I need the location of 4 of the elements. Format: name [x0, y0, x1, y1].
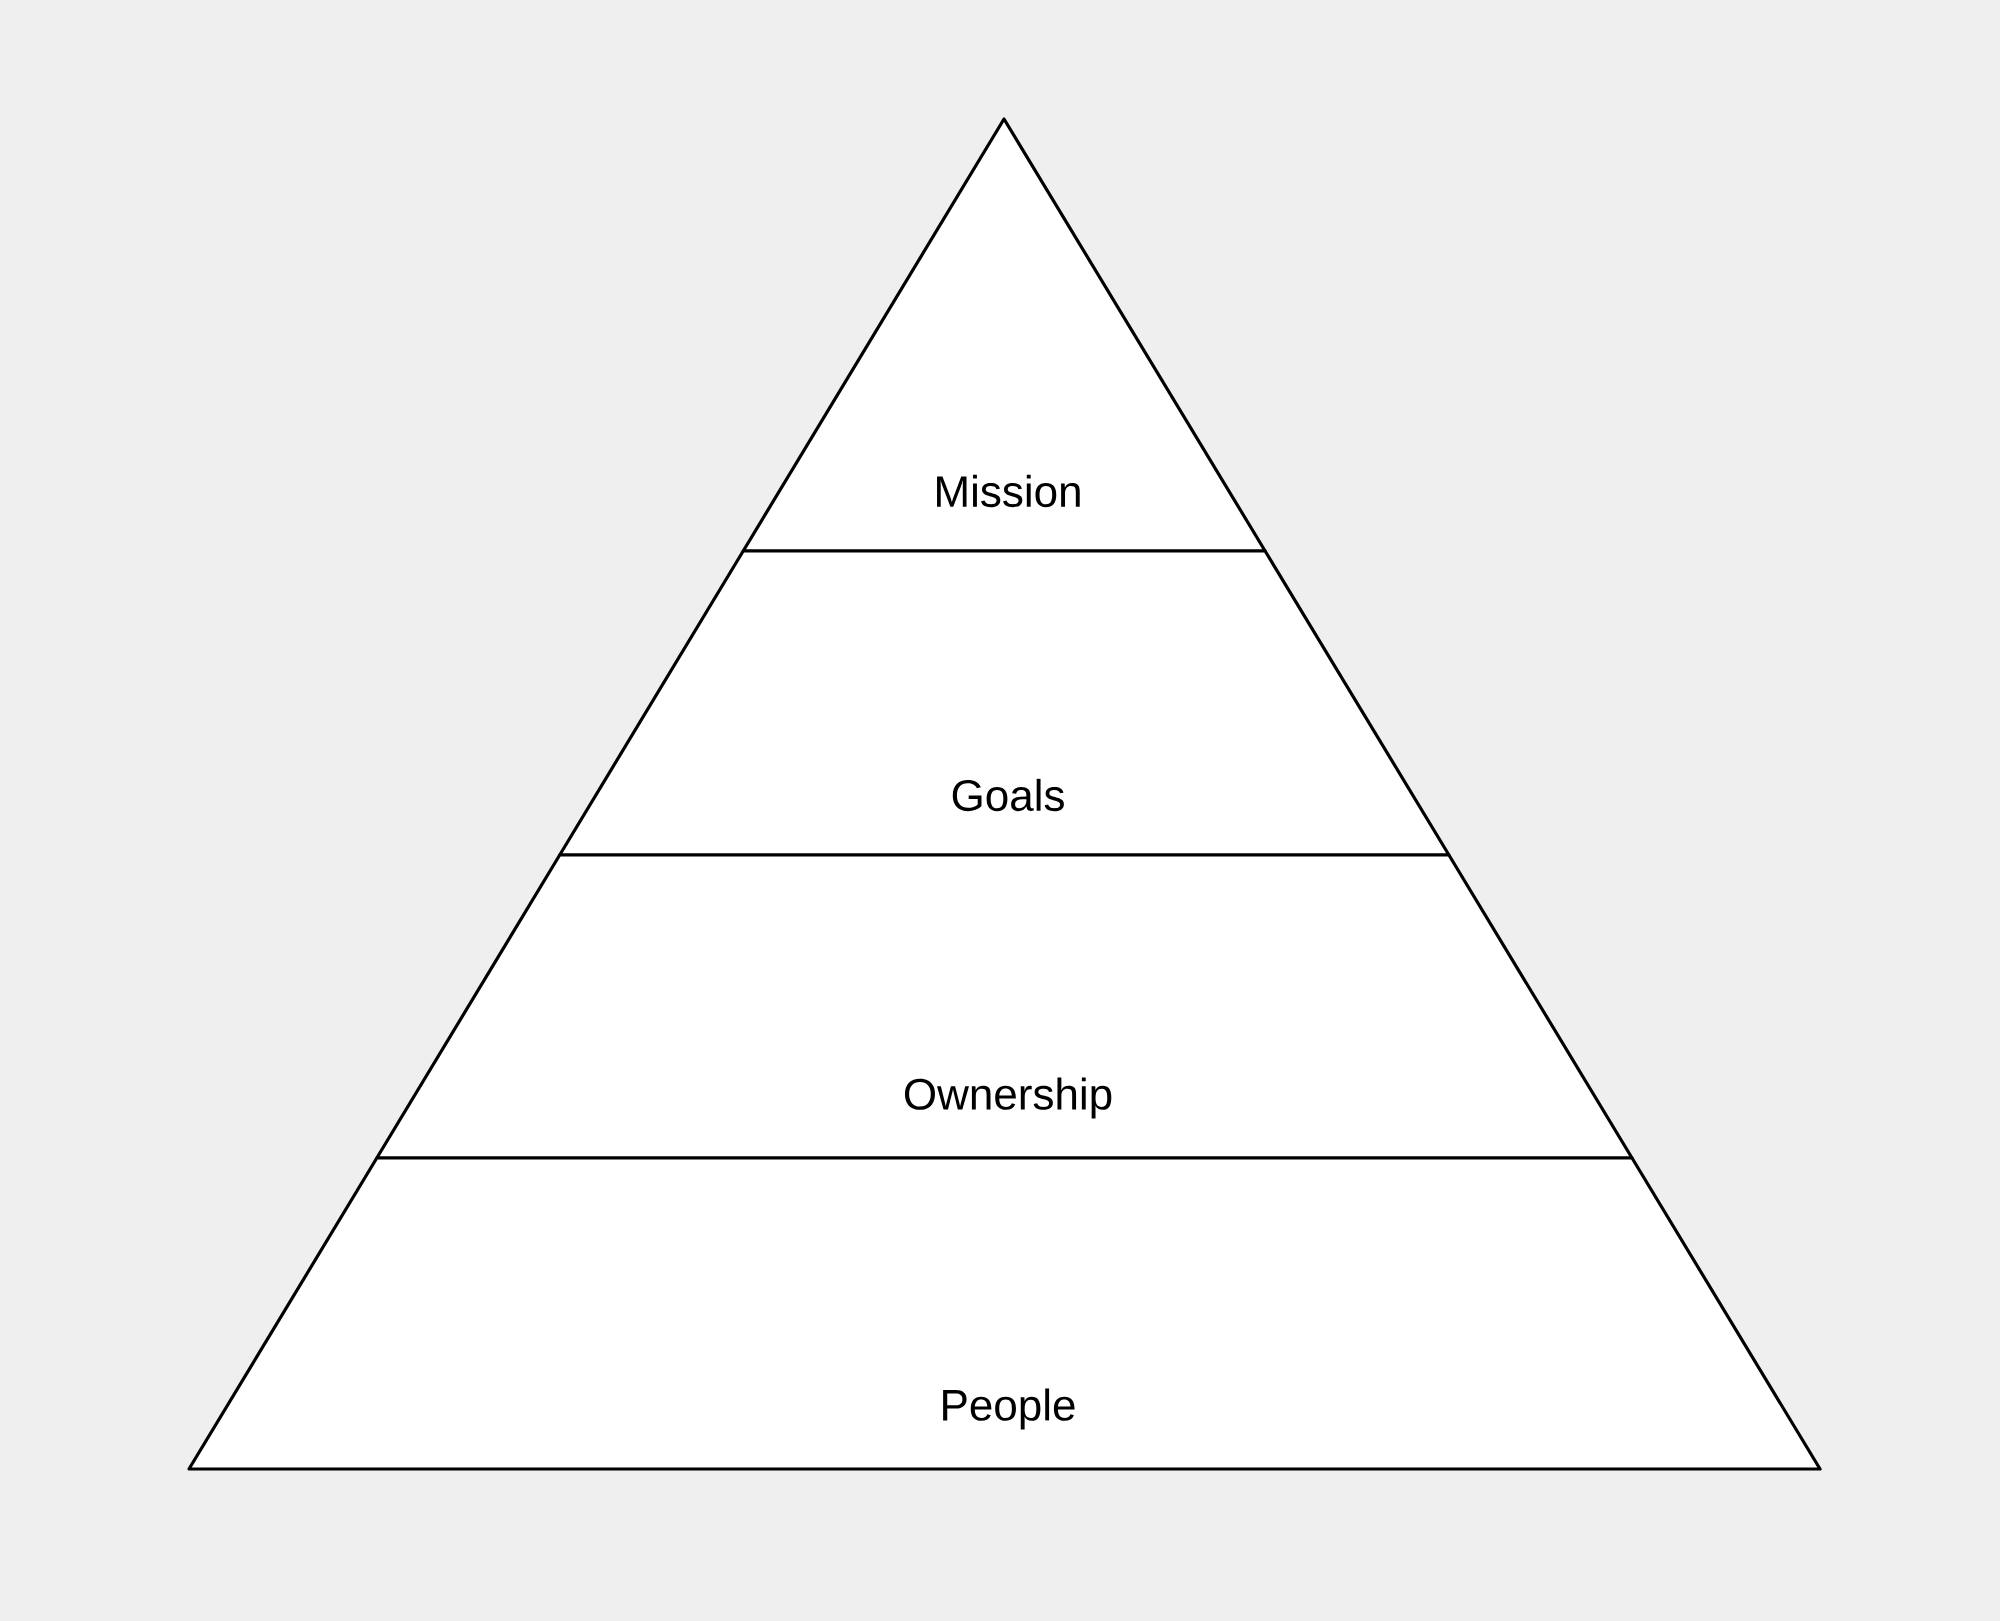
pyramid-tier: Mission	[741, 117, 1267, 553]
pyramid-tier: Ownership	[375, 853, 1634, 1160]
pyramid-tier: Goals	[558, 549, 1451, 857]
pyramid-tier: People	[187, 1156, 1822, 1471]
